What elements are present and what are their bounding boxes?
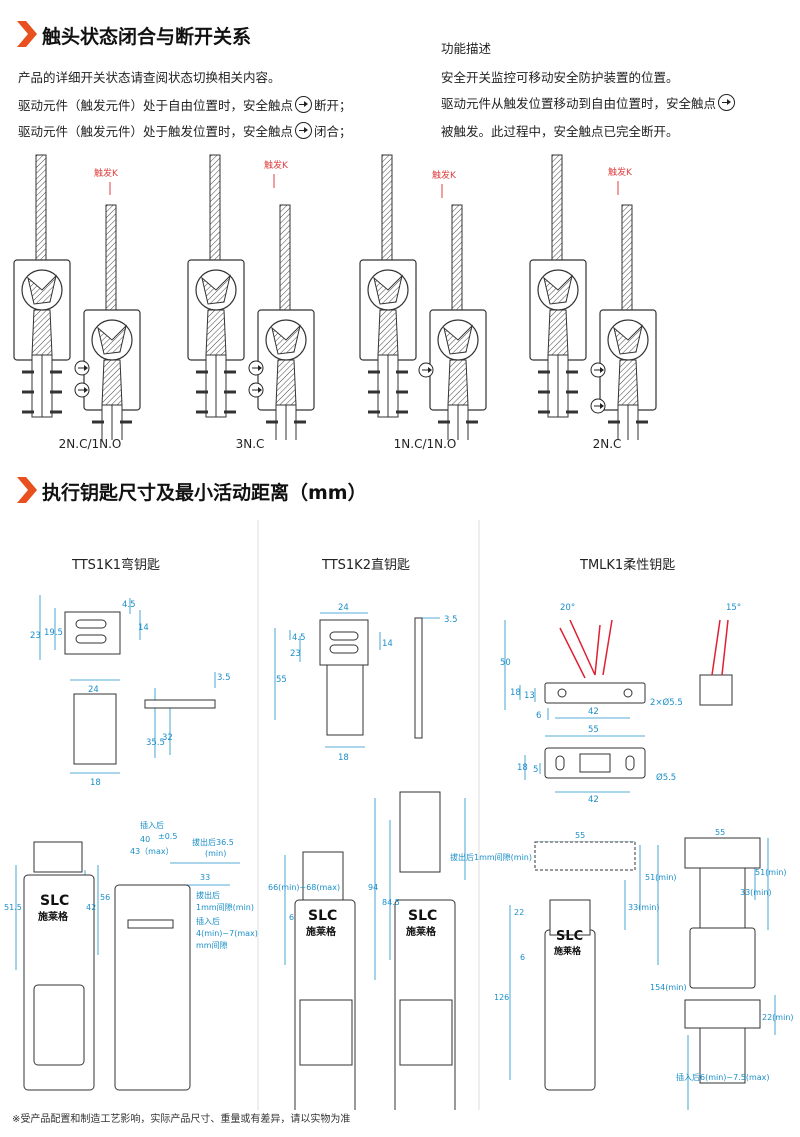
dim-k1-lower: 43（max） [130, 847, 174, 856]
brand-name: 施莱格 [406, 925, 437, 938]
dim-k3-lower: 51(min) [755, 868, 787, 877]
section-chevron-icon [17, 21, 37, 47]
dim-k1: 32 [162, 733, 173, 743]
dim-k3: 15° [726, 603, 741, 613]
dim-k1-lower: 56 [100, 893, 110, 902]
function-line-1: 安全开关监控可移动安全防护装置的位置。 [441, 70, 679, 85]
dim-k1: 14 [138, 623, 149, 633]
function-title: 功能描述 [441, 41, 492, 56]
dim-k3-lower: 22 [514, 908, 524, 917]
function-line-3: 被触发。此过程中，安全触点已完全断开。 [441, 124, 679, 139]
brand-logo: SLC [40, 893, 69, 909]
dim-k1: 23 [30, 631, 41, 641]
contact-arrow-icon [718, 94, 736, 111]
footnote: ※受产品配置和制造工艺影响，实际产品尺寸、重量或有差异，请以实物为准 [12, 1114, 351, 1125]
brand-name: 施莱格 [554, 945, 582, 957]
brand-logo: SLC [408, 908, 437, 924]
section-chevron-icon [17, 477, 37, 503]
dim-k1-lower: 51.5 [4, 903, 22, 912]
dim-k3-lower: 插入后6(min)~7.5(max) [676, 1072, 770, 1082]
dim-k1-lower: (min) [205, 849, 226, 858]
dim-k3: Ø5.5 [656, 772, 676, 783]
dim-k2-lower: 94 [368, 883, 378, 892]
dim-k1-lower: 拔出后36.5 [192, 837, 234, 847]
dim-k1-lower: 40 [140, 835, 150, 844]
trigger-position-line: 驱动元件（触发元件）处于触发位置时，安全触点闭合； [18, 122, 352, 139]
dim-k2: 23 [290, 649, 301, 659]
dim-k1-lower: ±0.5 [158, 832, 177, 841]
dim-k2: 3.5 [444, 615, 458, 625]
column-divider [257, 520, 480, 1110]
dim-k1-lower: mm间隙 [196, 940, 228, 950]
free-position-line: 驱动元件（触发元件）处于自由位置时，安全触点断开； [18, 96, 352, 113]
dim-k3-lower: 55 [715, 828, 725, 837]
dim-k1-lower: 33 [200, 873, 210, 882]
function-line-2: 驱动元件从触发位置移动到自由位置时，安全触点 [441, 93, 737, 112]
contact-diagrams: 触发K 触发K 触发K 触发K [12, 153, 658, 440]
key-title-tts1k1: TTS1K1弯钥匙 [72, 558, 160, 573]
dim-k3: 55 [588, 725, 599, 735]
dim-k3-lower: 6 [520, 953, 525, 962]
dim-k3-lower: 33(min) [740, 888, 772, 897]
dim-k3: 5 [533, 765, 538, 775]
dim-k1-lower: 插入后 [196, 916, 220, 926]
dim-k1: 4.5 [122, 600, 136, 610]
dim-k2-lower: 拔出后1mm间隙(min) [450, 852, 532, 862]
dim-k3: 6 [536, 711, 541, 721]
dim-k2: 18 [338, 753, 349, 763]
section-title-keys: 执行钥匙尺寸及最小活动距离（mm） [42, 482, 367, 504]
section-title-contacts: 触头状态闭合与断开关系 [42, 26, 252, 48]
dim-k1-lower: 1mm间隙(min) [196, 902, 254, 912]
dim-k1: 35.5 [146, 738, 165, 748]
dim-k2-lower: 6 [289, 913, 294, 922]
dim-k1-lower: 42 [86, 903, 96, 912]
dim-k3: 13 [524, 691, 535, 701]
dim-k2: 55 [276, 675, 287, 685]
brand-logo: SLC [556, 929, 583, 944]
dim-k2-lower: 66(min)~68(max) [268, 883, 340, 892]
dim-k1: 24 [88, 685, 99, 695]
dim-k2: 24 [338, 603, 349, 613]
config-label: 2N.C/1N.O [58, 437, 122, 451]
trigger-label: 触发K [94, 167, 119, 179]
key-dimension-drawings: SLC 施莱格 SLC 施莱格 SLC 施莱格 SLC 施莱格 4.5 14 2… [4, 595, 794, 1110]
contact-arrow-icon [295, 96, 313, 113]
dim-k3: 42 [588, 707, 599, 717]
dim-k3-lower: 126 [494, 993, 509, 1002]
dim-k3: 20° [560, 603, 575, 613]
dim-k3-lower: 154(min) [650, 983, 687, 992]
dim-k1: 18 [90, 778, 101, 788]
trigger-label: 触发K [264, 159, 289, 171]
key-title-tmlk1: TMLK1柔性钥匙 [580, 558, 676, 573]
dim-k3: 18 [517, 763, 528, 773]
dim-k3-lower: 22(min) [762, 1013, 794, 1022]
dim-k3-lower: 51(min) [645, 873, 677, 882]
dim-k1-lower: 拔出后 [196, 890, 220, 900]
dim-k3: 18 [510, 688, 521, 698]
config-label: 3N.C [235, 437, 265, 451]
dim-k3: 2×Ø5.5 [650, 697, 683, 708]
brand-name: 施莱格 [38, 910, 69, 923]
config-label: 2N.C [592, 437, 622, 451]
dim-k3: 50 [500, 658, 511, 668]
dim-k1-lower: 插入后 [140, 820, 164, 830]
dim-k1: 19.5 [44, 628, 63, 638]
dim-k2: 14 [382, 639, 393, 649]
intro-line: 产品的详细开关状态请查阅状态切换相关内容。 [18, 70, 281, 85]
dim-k1: 3.5 [217, 673, 231, 683]
key-title-tts1k2: TTS1K2直钥匙 [322, 558, 410, 573]
contact-arrow-icon [295, 122, 313, 139]
config-label: 1N.C/1N.O [393, 437, 457, 451]
dim-k1-lower: 4(min)~7(max) [196, 929, 258, 938]
dim-k3-lower: 55 [575, 831, 585, 840]
brand-logo: SLC [308, 908, 337, 924]
dim-k2: 4.5 [292, 633, 306, 643]
brand-name: 施莱格 [306, 925, 337, 938]
trigger-label: 触发K [432, 169, 457, 181]
dim-k2-lower: 84.5 [382, 898, 400, 907]
dim-k3-lower: 33(min) [628, 903, 660, 912]
trigger-label: 触发K [608, 166, 633, 178]
dim-k3: 42 [588, 795, 599, 805]
